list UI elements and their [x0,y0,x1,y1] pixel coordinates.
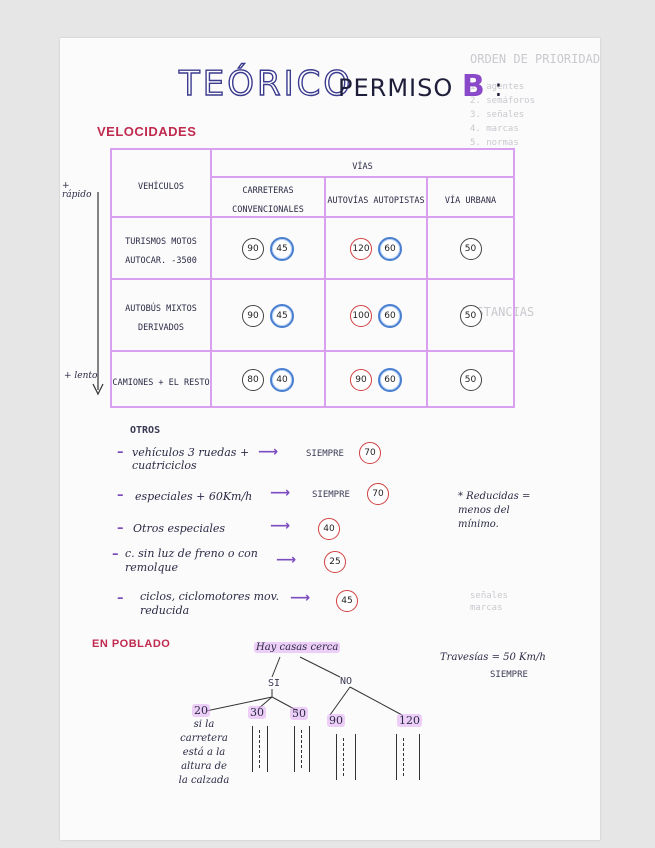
table-row: TURISMOS MOTOS AUTOCAR. -3500 90 45 120 60… [110,216,515,280]
table-row: AUTOBÚS MIXTOS DERIVADOS 90 45 100 60 50 [110,278,515,352]
arrow-icon: ⟶ [270,518,291,534]
otros-item-result: SIEMPRE [306,449,344,459]
velocidades-heading: VELOCIDADES [97,124,197,139]
bullet-dash: – [117,591,124,606]
header-convencionales: CARRETERAS CONVENCIONALES [210,176,326,218]
speed-circle: 70 [367,483,389,505]
tree-speed: 20 [192,704,210,717]
speed-circle: 45 [336,590,358,612]
otros-item-text: vehículos 3 ruedas + cuatriciclos [132,446,250,472]
bullet-dash: – [112,547,119,562]
speed-circle: 90 [350,368,372,391]
page-subtitle: PERMISO B : [338,69,504,104]
road-lane-icon [294,726,310,772]
speed-circle: 40 [318,518,340,540]
row-label: CAMIONES + EL RESTO [110,350,212,408]
speed-circle: 25 [324,551,346,573]
row-label: AUTOBÚS MIXTOS DERIVADOS [110,278,212,352]
bleed-through-text: ORDEN DE PRIORIDAD [470,52,601,66]
bullet-dash: – [117,488,124,503]
header-vias: VÍAS [210,148,515,178]
branch-yes-label: SI [268,678,281,689]
speed-table: VEHÍCULOS VÍAS CARRETERAS CONVENCIONALES… [110,148,515,408]
speed-circle: 40 [270,367,294,392]
road-lane-icon [396,734,420,780]
speed-circle: 80 [242,368,264,391]
speed-circle: 60 [378,236,402,261]
axis-fast-label: + rápido [62,181,92,200]
speed-circle: 90 [242,237,264,260]
speed-circle: 45 [270,236,294,261]
branch-no-label: NO [340,676,353,687]
tree-speed: 90 [327,714,345,727]
otros-item-text: c. sin luz de freno o con remolque [125,547,258,574]
license-letter: B [461,69,486,104]
tree-speed: 50 [290,707,308,720]
road-lane-icon [252,726,268,772]
poblado-question: Hay casas cerca [254,642,341,653]
bullet-dash: – [117,521,124,536]
otros-item-text: Otros especiales [133,522,226,535]
side-note: si la carretera está a la altura de la c… [178,719,230,786]
speed-circle: 120 [350,237,372,260]
header-autovias: AUTOVÍAS AUTOPISTAS [324,176,428,218]
tree-speed: 120 [397,714,422,727]
speed-circle: 50 [459,238,482,260]
speed-circle: 100 [350,304,372,327]
header-vehiculos: VEHÍCULOS [110,148,212,218]
decision-tree-lines [205,656,403,716]
otros-item-result: SIEMPRE [312,490,350,500]
tree-speed: 30 [248,706,266,719]
arrow-icon: ⟶ [290,590,311,606]
otros-item-text: especiales + 60Km/h [135,490,253,503]
speed-circle: 90 [242,304,264,327]
row-label: TURISMOS MOTOS AUTOCAR. -3500 [110,216,212,280]
axis-slow-label: + lento [64,371,98,381]
header-via-urbana: VÍA URBANA [426,176,515,218]
en-poblado-heading: EN POBLADO [92,638,171,650]
otros-heading: OTROS [130,425,161,436]
travesias-note: Travesías = 50 Km/h [440,652,546,663]
speed-circle: 45 [270,303,294,328]
speed-axis-arrow [92,192,104,396]
speed-circle: 50 [459,369,482,391]
arrow-icon: ⟶ [258,444,279,460]
speed-circle: 60 [378,367,402,392]
otros-item-text: ciclos, ciclomotores mov. reducida [140,590,280,617]
arrow-icon: ⟶ [270,485,291,501]
table-row: CAMIONES + EL RESTO 80 40 90 60 50 [110,350,515,408]
travesias-siempre: SIEMPRE [490,670,528,680]
page-title: TEÓRICO [178,63,354,104]
arrow-icon: ⟶ [276,552,297,568]
speed-circle: 60 [378,303,402,328]
reducidas-note: * Reducidas = menos del mínimo. [458,491,531,530]
speed-circle: 50 [459,305,482,327]
bullet-dash: – [117,445,124,460]
road-lane-icon [336,734,356,780]
speed-circle: 70 [359,442,381,464]
